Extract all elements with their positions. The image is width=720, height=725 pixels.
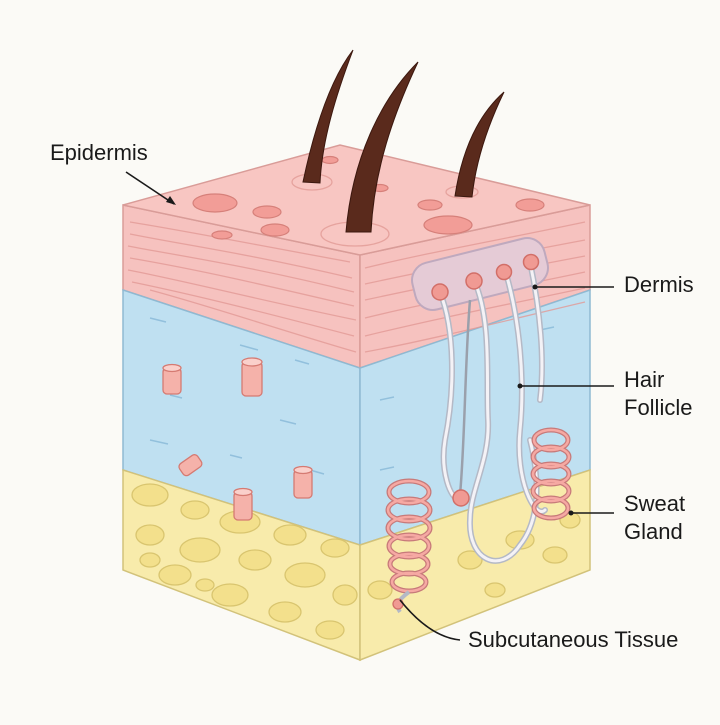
epidermis-leader (125, 171, 175, 205)
hair-follicle-label: Hair Follicle (624, 366, 692, 422)
sweat-gland-label: Sweat Gland (624, 490, 685, 546)
subcutaneous-tissue-label: Subcutaneous Tissue (468, 627, 679, 652)
hair-follicle-label-line2: Follicle (624, 395, 693, 420)
sweat-gland-label-line1: Sweat (624, 491, 686, 516)
subcutaneous-leader (399, 599, 461, 641)
dermis-label: Dermis (624, 272, 694, 297)
leader-endpoints (166, 196, 574, 516)
hair-follicle-label-line1: Hair (624, 367, 665, 392)
epidermis-label: Epidermis (50, 140, 148, 165)
leader-lines (125, 171, 614, 641)
sweat-gland-label-line2: Gland (624, 519, 683, 544)
front-face (122, 204, 422, 662)
hair-shafts (302, 49, 505, 233)
follicle-tubes (385, 237, 572, 614)
